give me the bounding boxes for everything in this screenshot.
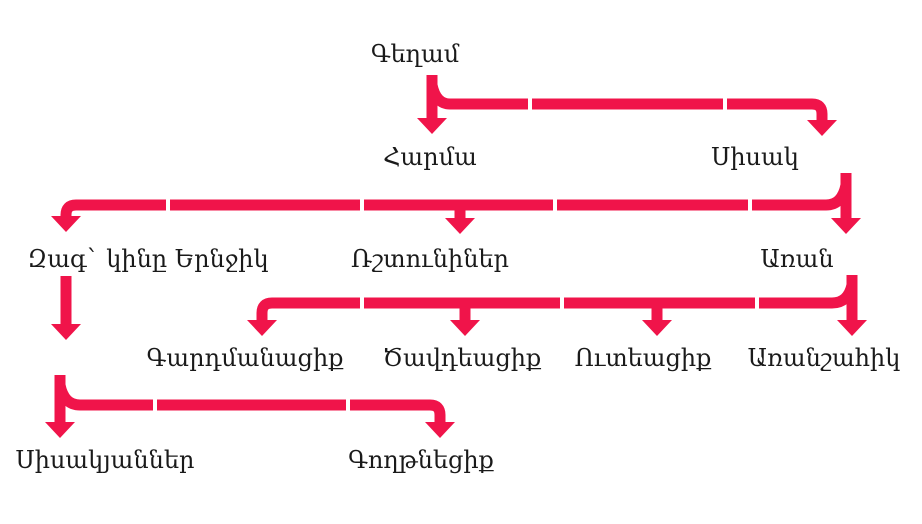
connector-aran — [256, 275, 858, 323]
node-gardmanatsik: Գարդմանացիք — [146, 344, 344, 372]
node-sisakyanner: Սիսակյաններ — [15, 446, 195, 474]
arrow-aran — [831, 218, 861, 234]
arrow-zag — [51, 216, 81, 232]
connector-zag — [54, 375, 446, 424]
node-uteatsik: Ուտեացիք — [574, 344, 712, 372]
arrow-sisak — [807, 120, 837, 136]
arrow-gardmanatsik — [247, 320, 277, 336]
node-tsavdeatsik: Ծավդեացիք — [382, 344, 542, 372]
node-rshtuniner: Ռշտունիներ — [350, 245, 510, 273]
node-aran: Առան — [760, 245, 834, 273]
arrow-goghtnetsik — [425, 422, 455, 438]
connector-sisak — [60, 173, 852, 220]
arrow-tsavdeatsik — [450, 320, 480, 336]
node-sisak: Սիսակ — [711, 143, 799, 171]
node-goghtnetsik: Գողթնեցիք — [348, 446, 494, 474]
node-zag: Զագ` կինը Երնջիկ — [27, 245, 269, 273]
node-gegham: Գեղամ — [370, 40, 460, 68]
arrow-zag-down — [51, 324, 81, 340]
connector-gegham — [426, 75, 828, 122]
arrow-harma — [417, 118, 447, 134]
arrow-sisakyanner — [45, 422, 75, 438]
arrow-uteatsik — [642, 320, 672, 336]
arrow-aranshahik — [837, 320, 867, 336]
node-harma: Հարմա — [383, 143, 477, 171]
arrow-rshtuniner — [445, 218, 475, 234]
node-aranshahik: Առանշահիկ — [747, 344, 901, 372]
